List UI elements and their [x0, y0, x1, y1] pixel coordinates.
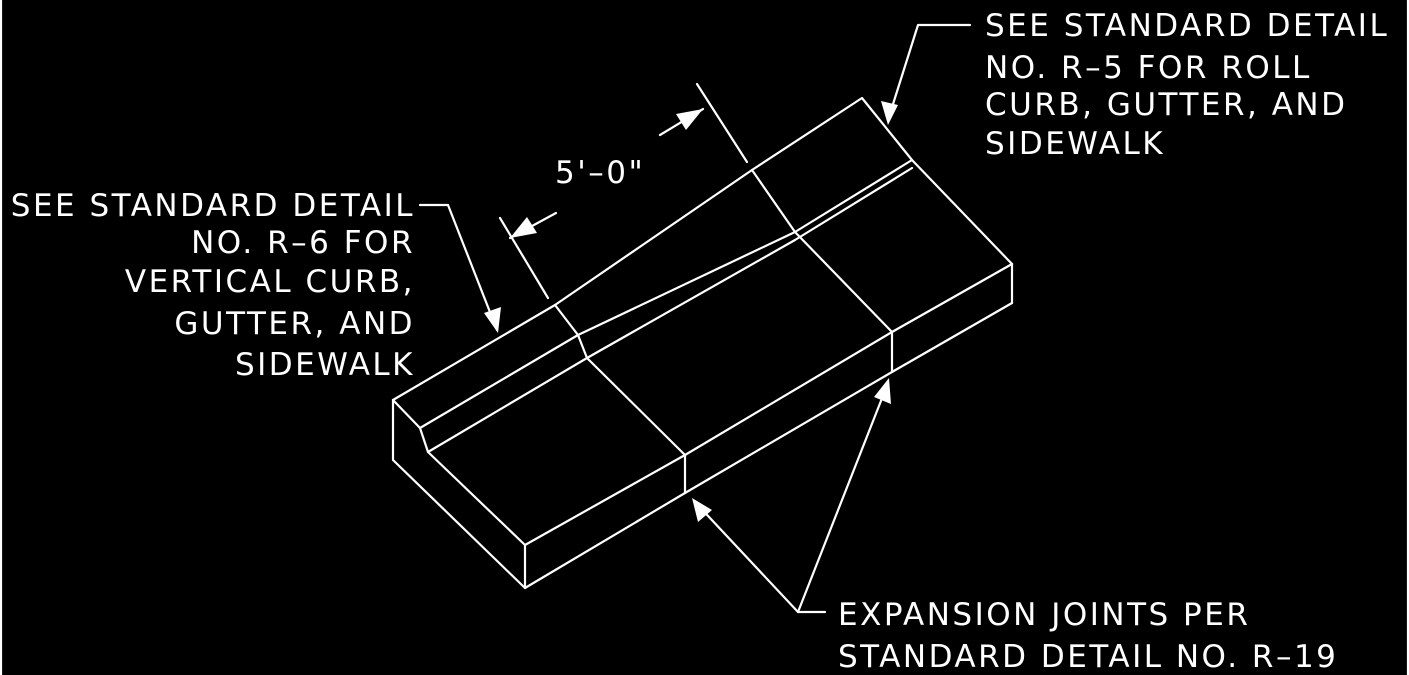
- leader-line-joint-right: [796, 381, 890, 614]
- dimension-5ft: 5'–0": [498, 82, 749, 300]
- note-vertical-line-3: VERTICAL CURB,: [125, 264, 415, 300]
- leader-arrow-vertical: [484, 307, 501, 333]
- leader-line-vertical: [418, 203, 499, 332]
- curb-top-back-edge: [391, 96, 1014, 402]
- extension-line-right: [695, 82, 749, 164]
- dimension-arrow-right: [676, 109, 703, 130]
- note-vertical-line-2: NO. R–6 FOR: [191, 225, 415, 261]
- note-expansion-joints: EXPANSION JOINTS PER STANDARD DETAIL NO.…: [838, 597, 1338, 675]
- gutter-flow-line: [426, 166, 914, 454]
- slab-front-top-edge: [523, 262, 1014, 547]
- note-joints-line-1: EXPANSION JOINTS PER: [838, 597, 1250, 633]
- concrete-slab: [391, 96, 1014, 590]
- leader-line-roll: [886, 23, 972, 122]
- dimension-label: 5'–0": [555, 155, 645, 191]
- expansion-joint-left: [553, 303, 687, 495]
- leader-arrow-joint-right: [874, 378, 891, 404]
- curb-top-front-edge: [418, 158, 914, 430]
- note-vertical-line-4: GUTTER, AND: [174, 306, 415, 342]
- note-roll-line-4: SIDEWALK: [985, 126, 1165, 162]
- leader-roll-curb: [881, 23, 972, 125]
- slab-bottom-front-edge: [523, 301, 1014, 590]
- leader-arrow-joint-left: [692, 498, 712, 522]
- note-vertical-line-5: SIDEWALK: [235, 347, 415, 383]
- note-roll-curb: SEE STANDARD DETAIL NO. R–5 FOR ROLL CUR…: [985, 8, 1389, 162]
- slab-left-end-face: [391, 398, 527, 590]
- leader-vertical-curb: [418, 203, 501, 333]
- note-roll-line-1: SEE STANDARD DETAIL: [985, 8, 1389, 44]
- note-roll-line-2: NO. R–5 FOR ROLL: [985, 50, 1312, 86]
- note-roll-line-3: CURB, GUTTER, AND: [985, 87, 1348, 123]
- leader-expansion-joints: [692, 378, 891, 614]
- dimension-arrow-left: [510, 217, 537, 238]
- note-joints-line-2: STANDARD DETAIL NO. R–19: [838, 639, 1338, 675]
- note-vertical-curb: SEE STANDARD DETAIL NO. R–6 FOR VERTICAL…: [11, 188, 415, 383]
- leader-arrow-roll: [881, 101, 898, 125]
- expansion-joint-right: [750, 168, 894, 374]
- extension-line-left: [498, 216, 550, 300]
- note-vertical-line-1: SEE STANDARD DETAIL: [11, 188, 415, 224]
